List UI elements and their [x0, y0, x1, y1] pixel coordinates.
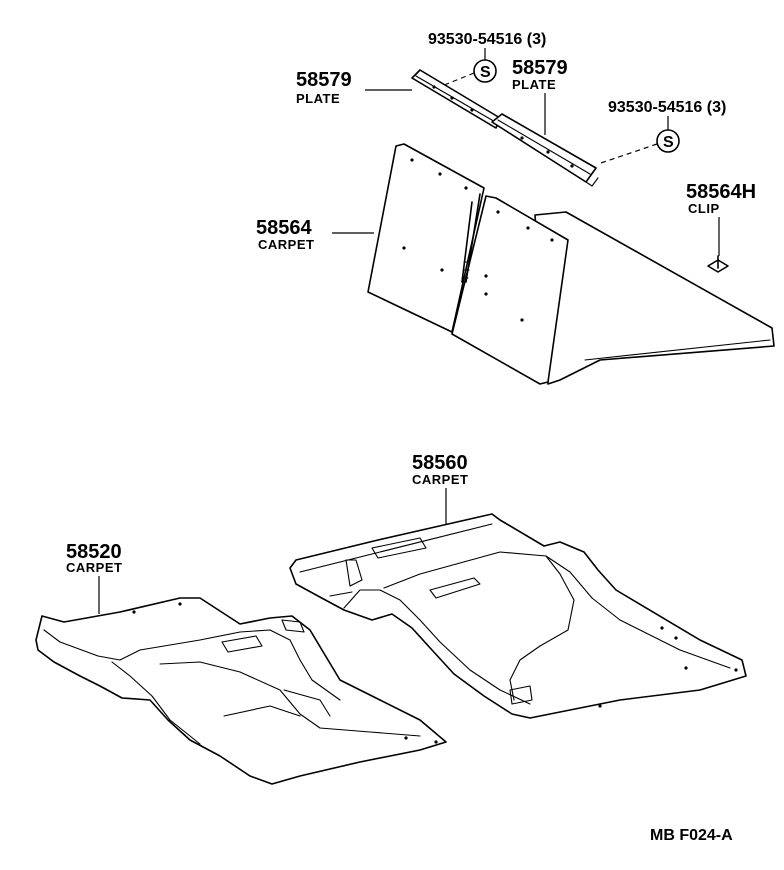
screw-top-number: 93530-54516 (3) — [428, 31, 546, 48]
carpet-front-drawing — [35, 597, 447, 785]
svg-text:S: S — [480, 64, 491, 81]
diagram-code: MB F024-A — [650, 827, 733, 844]
carpet-front-name: CARPET — [66, 560, 122, 575]
plate-drawing — [411, 69, 599, 187]
carpet-rear-name: CARPET — [258, 237, 314, 252]
clip-drawing — [707, 255, 729, 273]
clip-number: 58564H — [686, 181, 756, 203]
carpet-front-number: 58520 — [66, 541, 122, 563]
screw-right-dashed-leader — [597, 143, 658, 165]
carpet-rear-drawing — [367, 143, 775, 385]
carpet-rear-number: 58564 — [256, 217, 312, 239]
clip-name: CLIP — [688, 201, 720, 216]
screw-right-number: 93530-54516 (3) — [608, 99, 726, 116]
plate-left-number: 58579 — [296, 69, 352, 91]
screw-top-symbol: S — [473, 59, 497, 83]
carpet-center-number: 58560 — [412, 452, 468, 474]
plate-left-name: PLATE — [296, 91, 340, 106]
carpet-center-name: CARPET — [412, 472, 468, 487]
plate-right-name: PLATE — [512, 77, 556, 92]
plate-right-number: 58579 — [512, 57, 568, 79]
screw-right-symbol: S — [656, 129, 680, 153]
carpet-center-drawing — [289, 513, 747, 719]
svg-text:S: S — [663, 134, 674, 151]
